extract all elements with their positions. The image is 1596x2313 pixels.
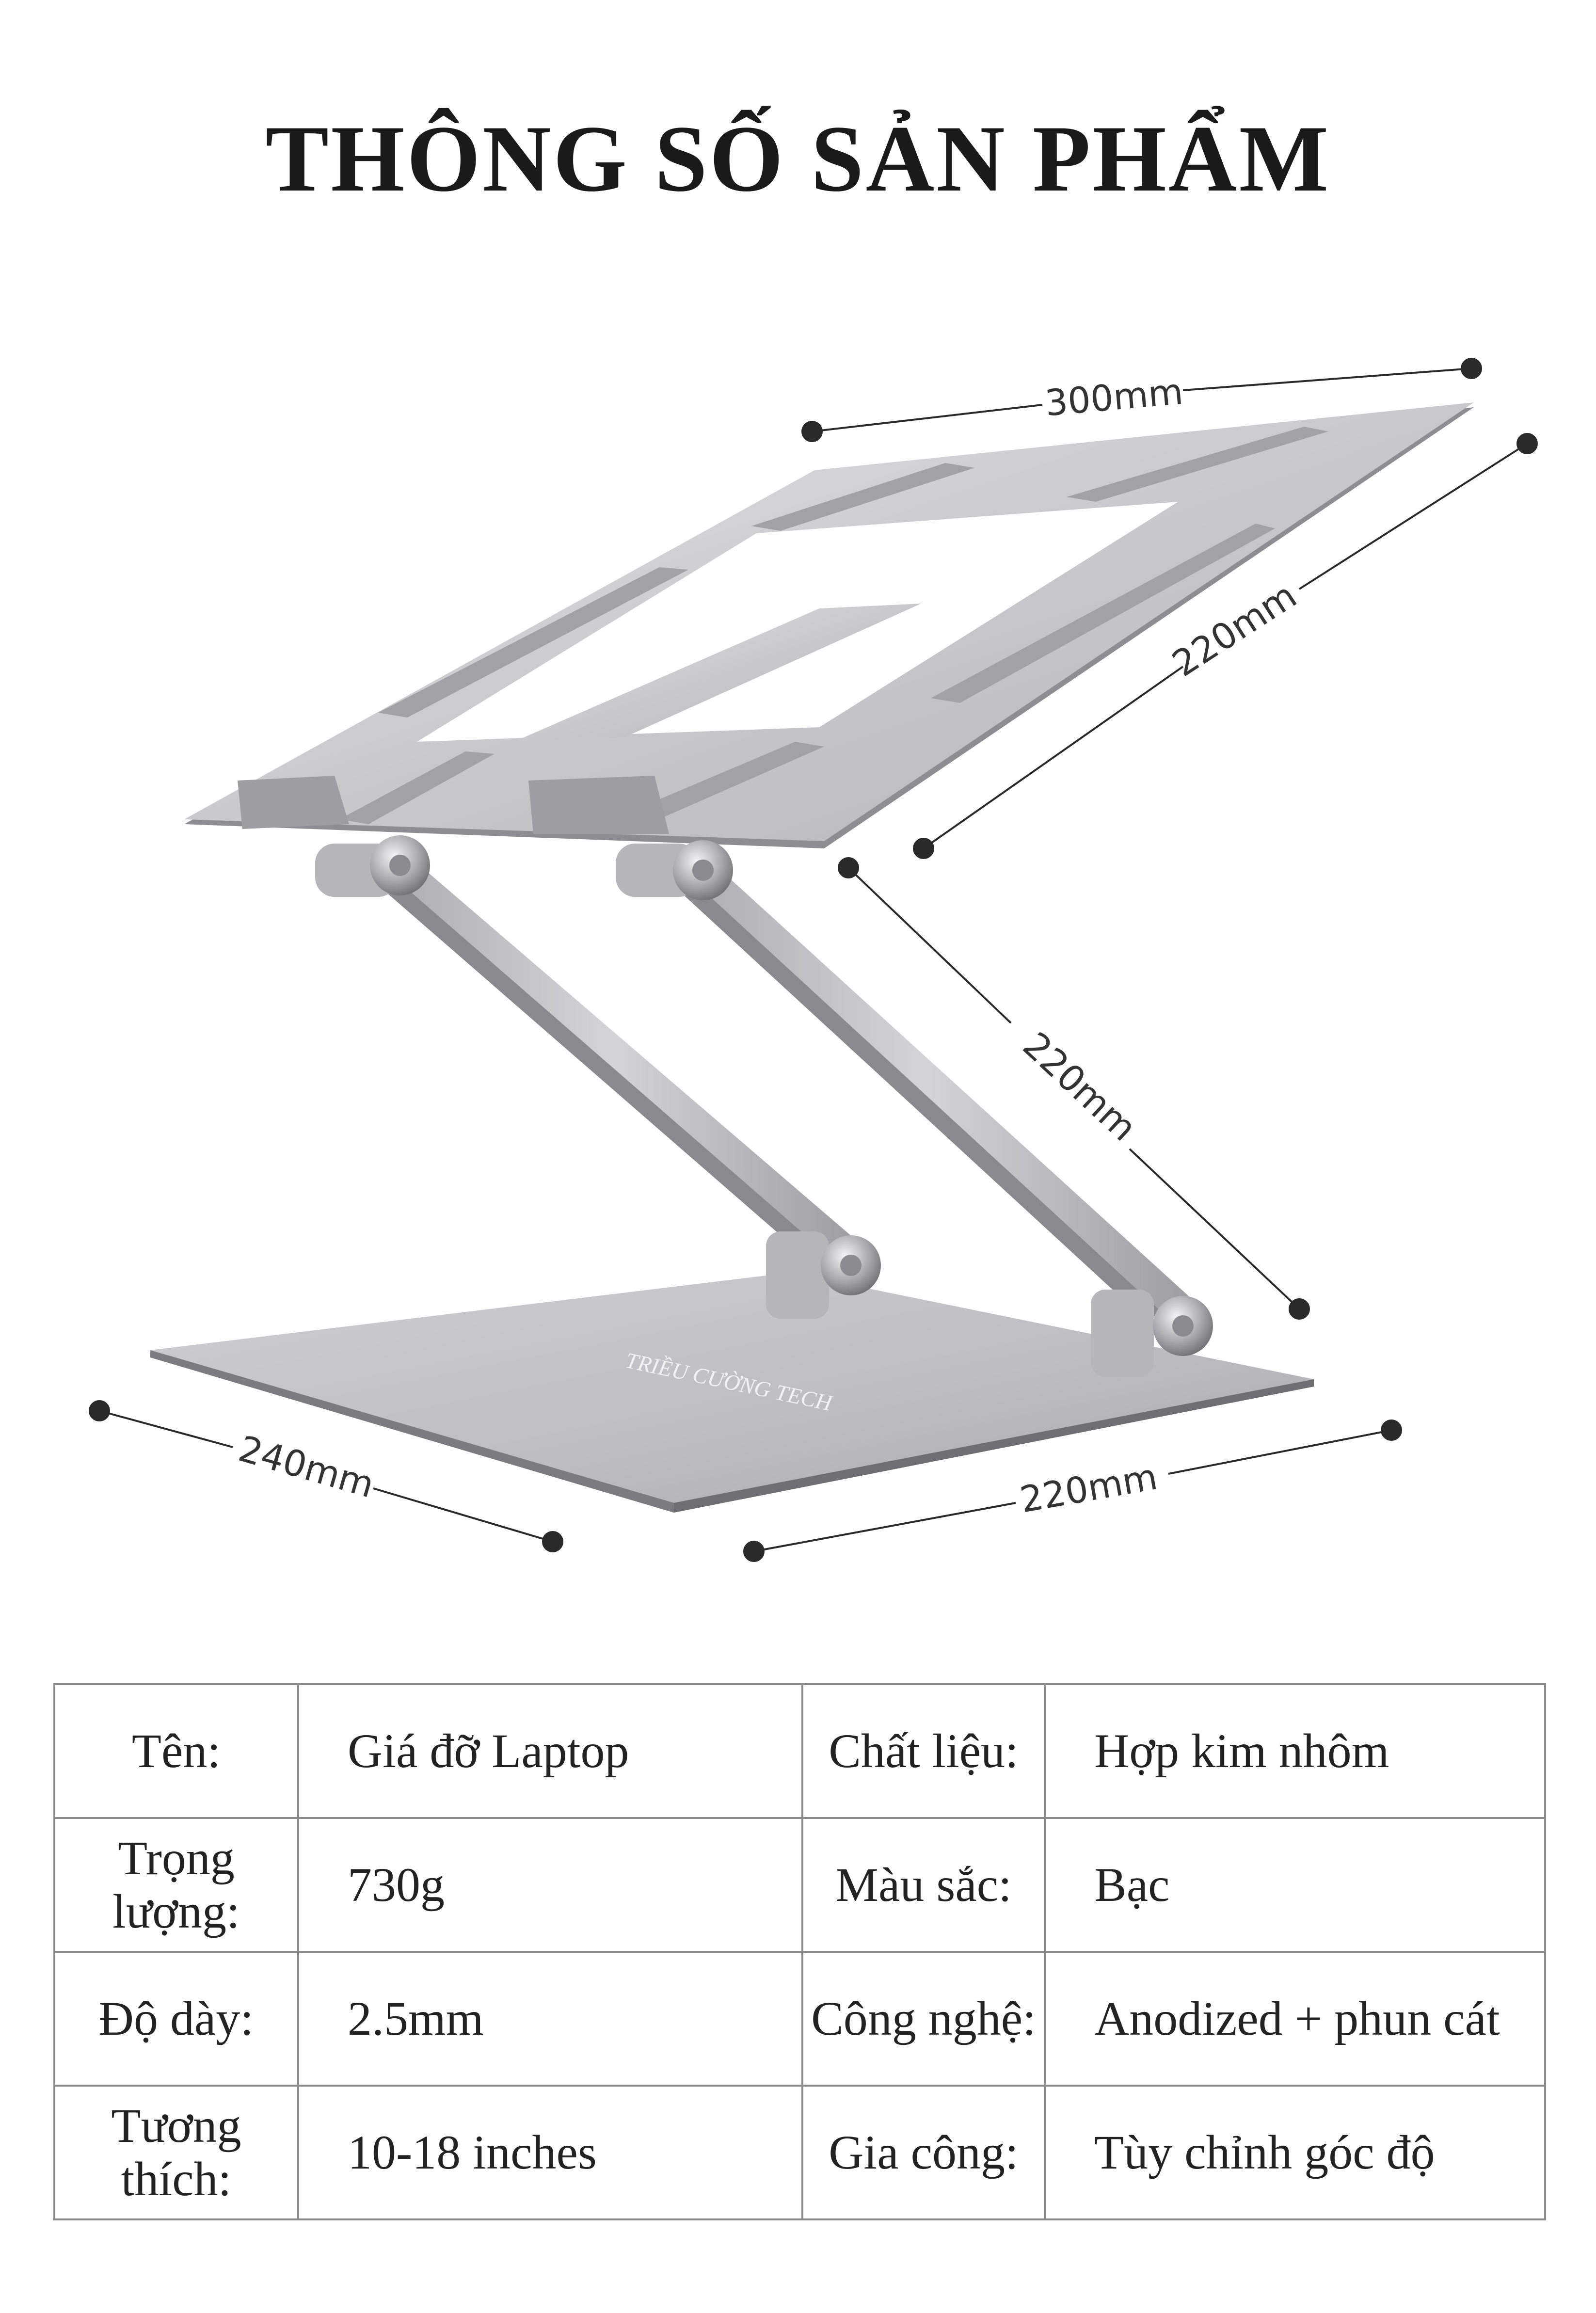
- spec-table: Tên: Giá đỡ Laptop Chất liệu: Hợp kim nh…: [53, 1683, 1546, 2220]
- page-title: THÔNG SỐ SẢN PHẨM: [265, 106, 1331, 211]
- dim-base-width: 220mm: [1017, 1456, 1161, 1521]
- dim-arm-length: 220mm: [1015, 1024, 1144, 1149]
- spec-label: Màu sắc:: [801, 1817, 1046, 1953]
- spec-label: Tương thích:: [53, 2085, 299, 2220]
- spec-value: Anodized + phun cát: [1044, 1951, 1546, 2087]
- upper-hinge-left: [315, 835, 430, 897]
- spec-value: Hợp kim nhôm: [1044, 1683, 1546, 1819]
- spec-value: 730g: [297, 1817, 803, 1953]
- spec-value: Giá đỡ Laptop: [297, 1683, 803, 1819]
- spec-value: 10-18 inches: [297, 2085, 803, 2220]
- right-arm: [659, 863, 1197, 1319]
- spec-label: Gia công:: [801, 2085, 1046, 2220]
- spec-label: Chất liệu:: [801, 1683, 1046, 1819]
- dim-top-width: 300mm: [1043, 371, 1185, 425]
- dim-base-depth: 240mm: [234, 1428, 379, 1506]
- left-arm: [364, 863, 863, 1260]
- table-row: Trọng lượng: 730g Màu sắc: Bạc: [53, 1817, 1546, 1953]
- table-row: Tương thích: 10-18 inches Gia công: Tùy …: [53, 2085, 1546, 2220]
- table-row: Độ dày: 2.5mm Công nghệ: Anodized + phun…: [53, 1951, 1546, 2087]
- lower-hinge-right: [1091, 1290, 1213, 1377]
- spec-value: Bạc: [1044, 1817, 1546, 1953]
- spec-label: Trọng lượng:: [53, 1817, 299, 1953]
- table-row: Tên: Giá đỡ Laptop Chất liệu: Hợp kim nh…: [53, 1683, 1546, 1819]
- lower-hinge-left: [766, 1231, 881, 1319]
- spec-label: Độ dày:: [53, 1951, 299, 2087]
- spec-value: Tùy chỉnh góc độ: [1044, 2085, 1546, 2220]
- base-plate: [150, 1273, 1314, 1513]
- spec-value: 2.5mm: [297, 1951, 803, 2087]
- upper-hinge-right: [616, 840, 733, 900]
- spec-label: Tên:: [53, 1683, 299, 1819]
- laptop-stand-illustration: TRIỀU CƯỜNG TECH: [89, 358, 1538, 1562]
- spec-label: Công nghệ:: [801, 1951, 1046, 2087]
- top-tray: [184, 402, 1474, 848]
